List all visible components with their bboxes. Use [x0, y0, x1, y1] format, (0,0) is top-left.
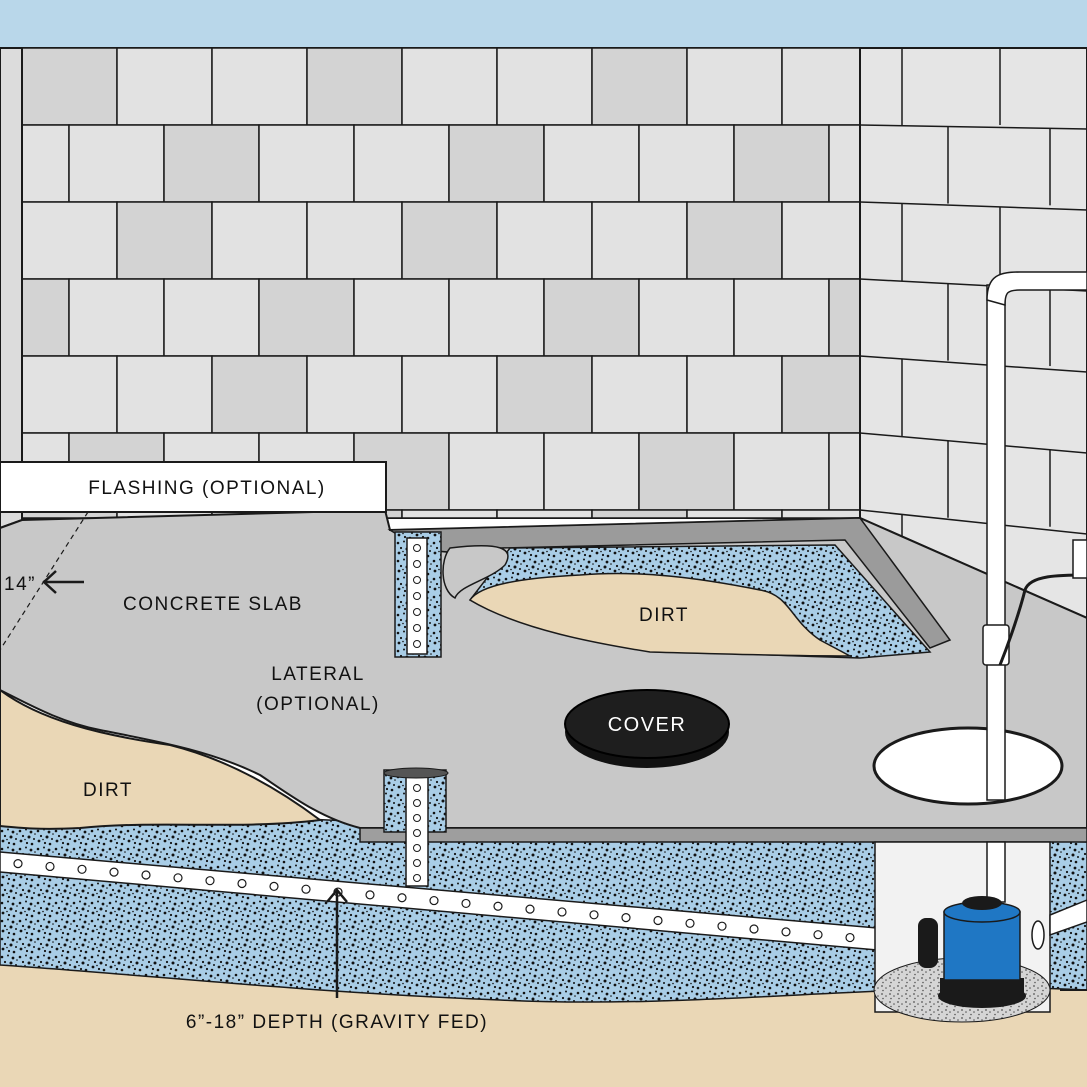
- inlet-pipe-right: [1049, 899, 1087, 937]
- dirt-front-area: [0, 688, 323, 830]
- label-concrete-slab: CONCRETE SLAB: [123, 594, 303, 615]
- back-block-wall: [0, 47, 861, 519]
- label-cover: COVER: [608, 714, 687, 736]
- lateral-pipe: [383, 767, 449, 887]
- slab-edge: [359, 827, 1087, 843]
- flashing-strip: [0, 461, 387, 513]
- riser-pipe-back: [394, 531, 442, 658]
- label-dirt-back: DIRT: [639, 605, 689, 626]
- left-block-wall: [0, 47, 23, 530]
- label-lateral-line2: (OPTIONAL): [256, 694, 380, 715]
- label-lateral-line1: LATERAL: [271, 664, 365, 685]
- label-flashing: FLASHING (OPTIONAL): [88, 478, 326, 499]
- slab-lip-back: [442, 545, 509, 600]
- sky: [0, 0, 1087, 48]
- label-depth: 6”-18” DEPTH (GRAVITY FED): [186, 1012, 488, 1033]
- label-dimension: 14”: [4, 574, 36, 595]
- dirt-back-area: [468, 572, 851, 657]
- arrow-left-icon: [42, 570, 84, 594]
- sump-pit: [872, 271, 1087, 1023]
- sump-cover: [564, 689, 730, 768]
- label-dirt-front: DIRT: [83, 780, 133, 801]
- arrow-up-icon: [326, 888, 348, 998]
